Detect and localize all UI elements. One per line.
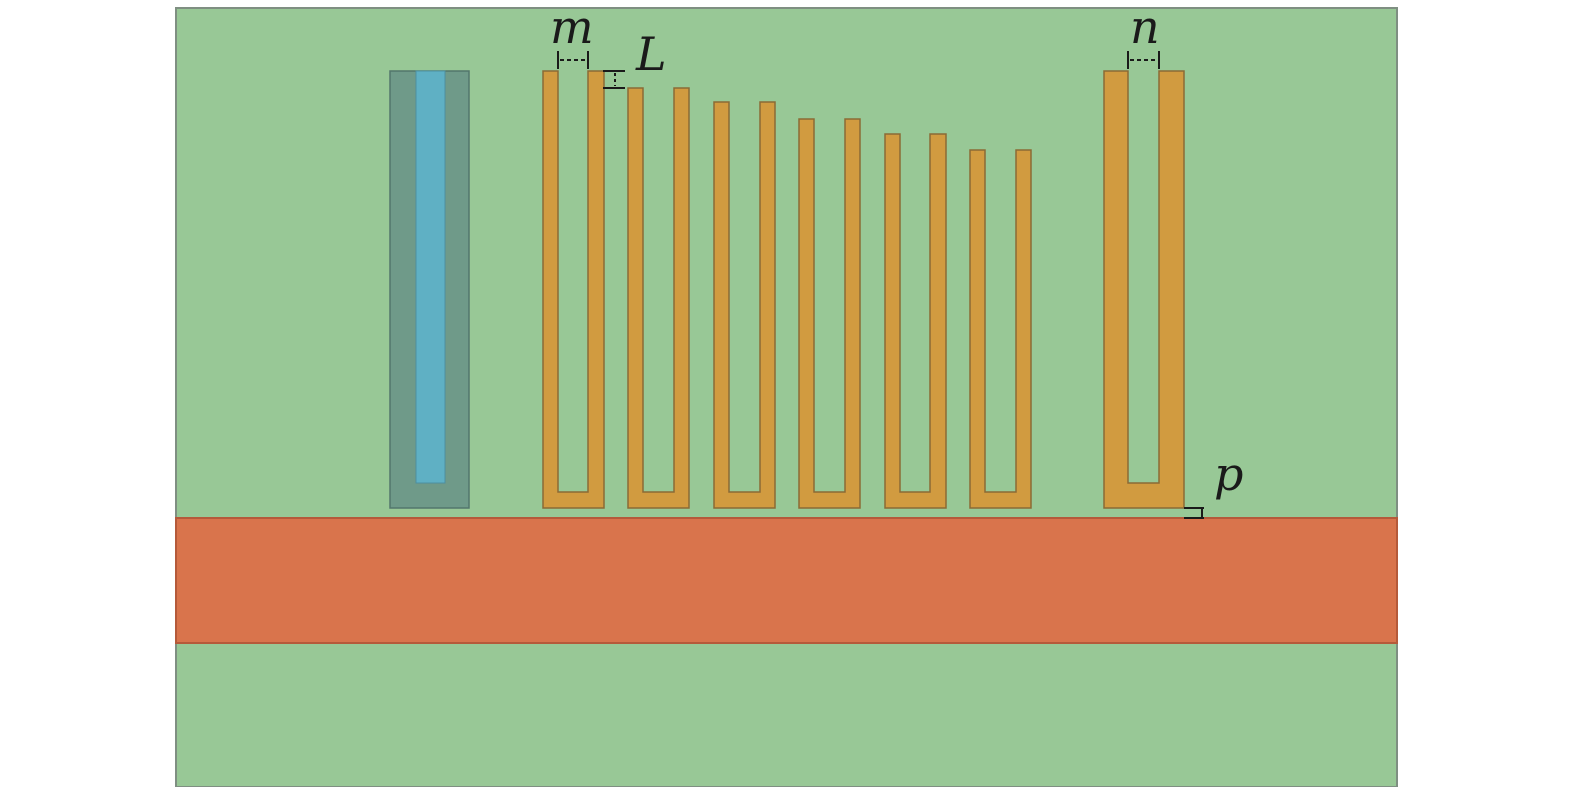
resonator-group [542, 70, 1185, 509]
u-resonator-2 [627, 87, 690, 509]
strip-element [389, 70, 470, 509]
u-resonator-5 [884, 133, 947, 509]
dimension-p [1184, 507, 1204, 519]
label-L: L [635, 27, 667, 81]
dimension-L [603, 70, 625, 89]
strip-inner [415, 70, 446, 484]
u-resonator-6 [969, 149, 1032, 509]
u-resonator-1 [542, 70, 605, 509]
u-resonator-wide [1103, 70, 1185, 509]
label-m: m [550, 0, 594, 54]
dimension-n [1127, 51, 1160, 69]
label-p: p [1214, 447, 1243, 501]
feedline [175, 517, 1398, 644]
substrate [175, 7, 1398, 788]
label-n: n [1130, 0, 1160, 54]
u-resonator-3 [713, 101, 776, 509]
u-resonator-4 [798, 118, 861, 509]
dimension-m [557, 51, 589, 69]
